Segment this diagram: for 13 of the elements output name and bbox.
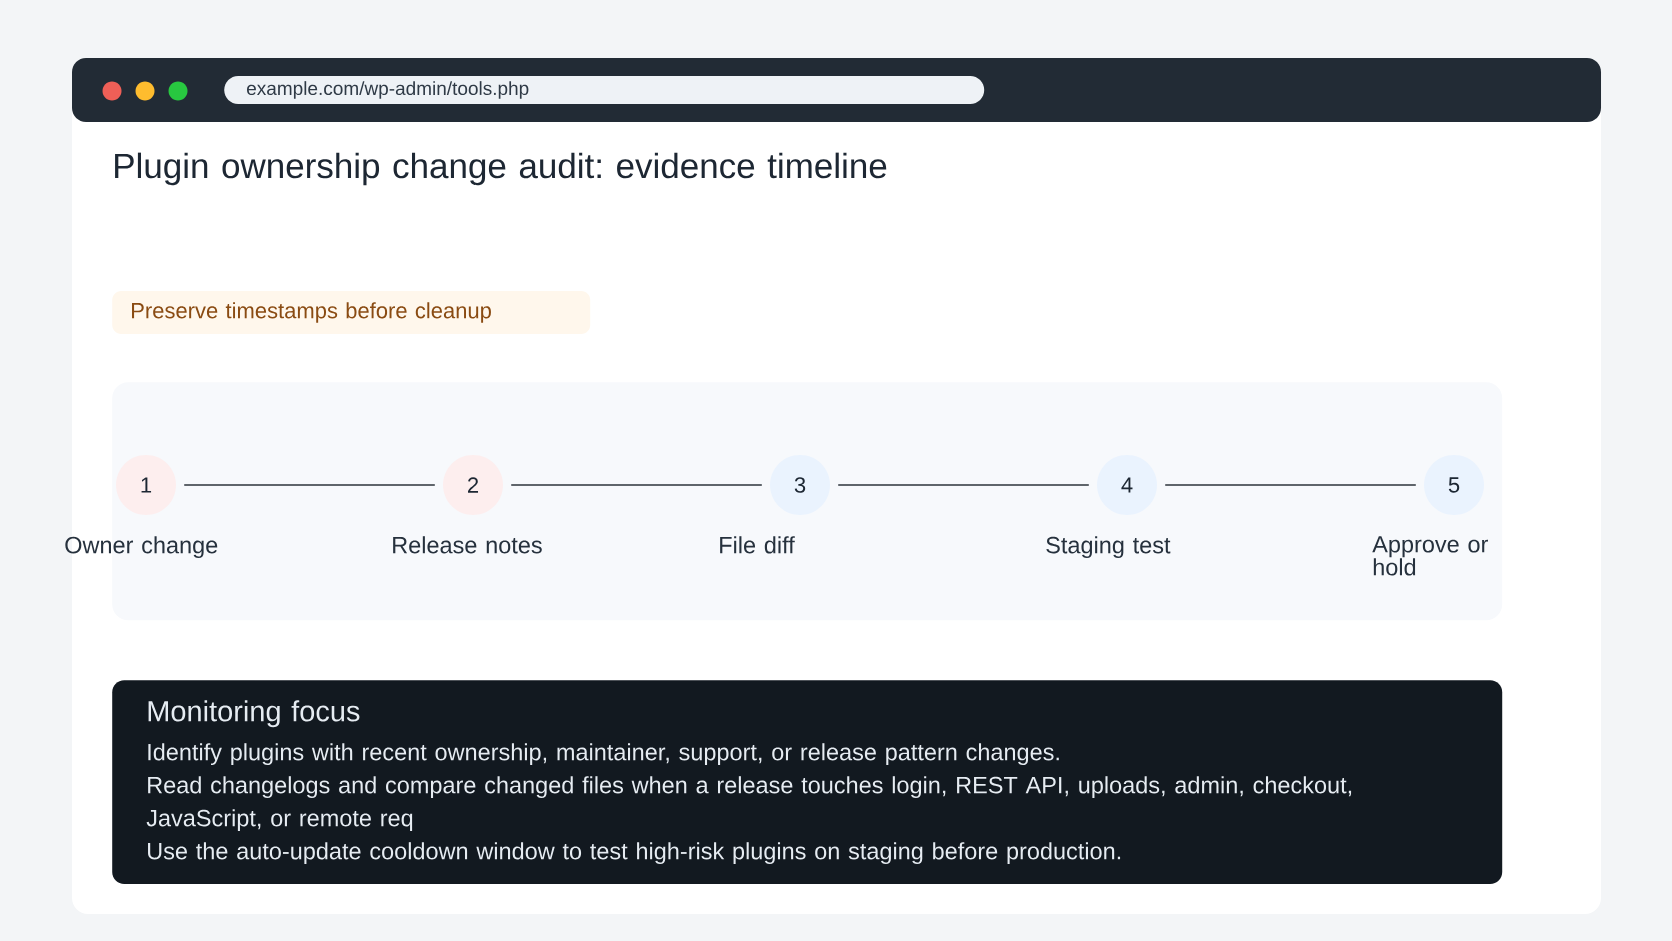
connector-line <box>183 484 436 486</box>
page-title: Plugin ownership change audit: evidence timeline <box>115 152 887 186</box>
step-label: Owner change <box>65 536 218 559</box>
connector-line <box>1164 484 1417 486</box>
step-label: Release notes <box>393 536 542 554</box>
note-banner: Preserve timestamps before cleanup <box>112 291 591 334</box>
connector-line <box>510 484 763 486</box>
connector-line <box>837 484 1090 486</box>
step-label: Staging test <box>1046 536 1171 559</box>
info-box: Monitoring focus Identify plugins with recent ownership, maintainer, support, or release pattern changes. Read changelogs and compare changed files when a release touches login, REST API, uploads, admin, checkout, JavaScript, or remote req Use the auto-update cooldown window to test high-risk plugins on staging before production. <box>112 680 1503 885</box>
step-label: File diff <box>720 536 795 554</box>
step-label: Approve or hold <box>1372 536 1488 576</box>
address-bar: example.com/wp-admin/tools.php <box>224 76 985 104</box>
